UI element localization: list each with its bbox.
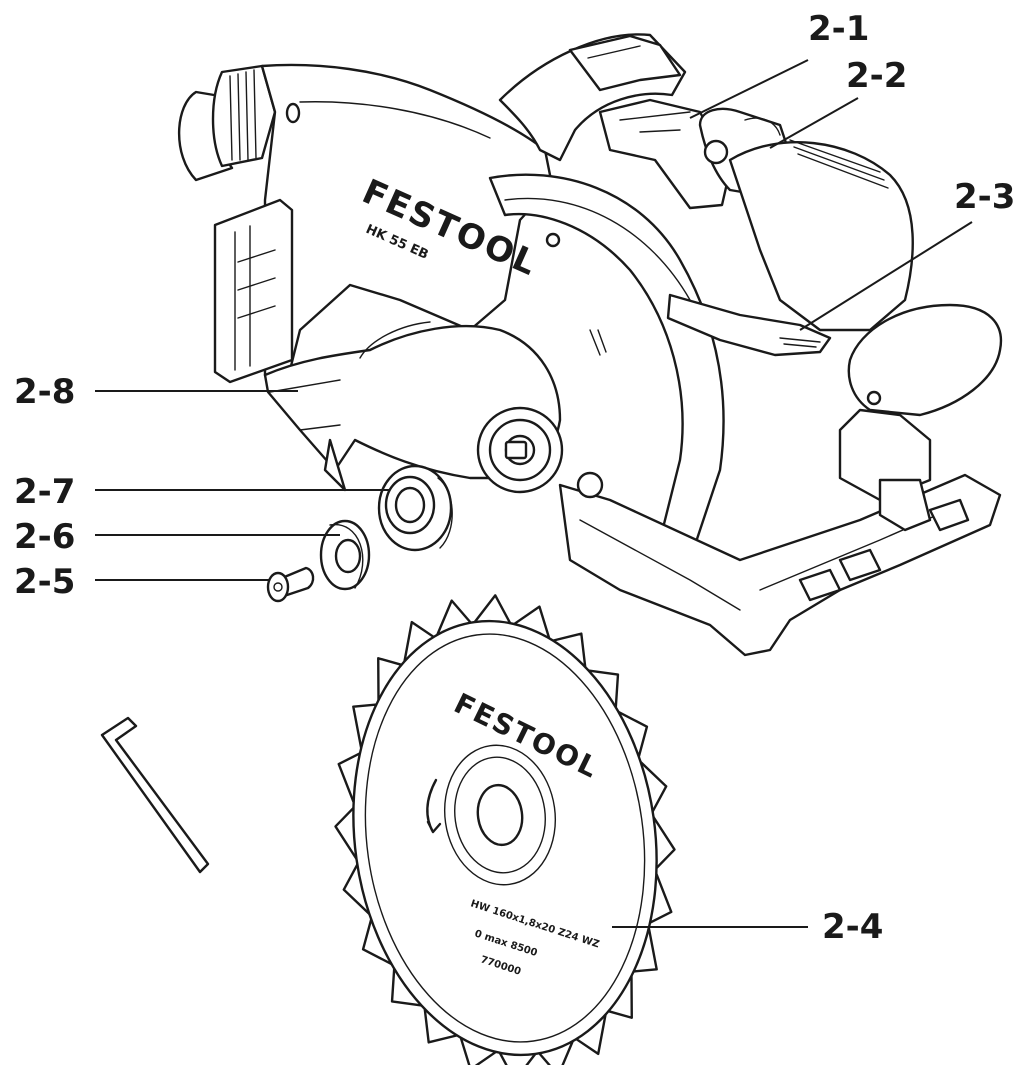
callout-label-2-5: 2-5 bbox=[14, 562, 75, 602]
dust-port bbox=[177, 64, 277, 182]
rear-body bbox=[728, 141, 914, 332]
upper-blade-guard bbox=[488, 173, 725, 562]
callout-label-2-6: 2-6 bbox=[14, 517, 75, 557]
front-knob bbox=[847, 303, 1003, 417]
callout-2-8: 2-8 bbox=[14, 372, 298, 412]
circular-saw: FESTOOL HK 55 EB bbox=[177, 33, 1003, 657]
callout-2-1: 2-1 bbox=[689, 9, 869, 119]
rear-bracket bbox=[213, 198, 294, 384]
callout-2-6: 2-6 bbox=[14, 517, 340, 557]
flange-screw bbox=[266, 566, 315, 603]
outer-flange bbox=[377, 464, 453, 552]
clamping-washer bbox=[319, 519, 371, 591]
switch-lock-lever bbox=[598, 98, 732, 210]
callout-label-2-4: 2-4 bbox=[822, 907, 883, 947]
callout-2-2: 2-2 bbox=[769, 56, 907, 149]
callout-label-2-7: 2-7 bbox=[14, 472, 75, 512]
spindle bbox=[476, 406, 564, 494]
callout-label-2-2: 2-2 bbox=[846, 56, 907, 96]
callout-2-4: 2-4 bbox=[612, 907, 883, 947]
riving-knife-lever bbox=[666, 293, 832, 357]
callout-label-2-8: 2-8 bbox=[14, 372, 75, 412]
callout-label-2-1: 2-1 bbox=[808, 9, 869, 49]
saw-blade: FESTOOL HW 160x1,8x20 Z24 WZ 0 max 8500 … bbox=[334, 594, 676, 1065]
allen-key bbox=[100, 716, 210, 874]
callout-2-7: 2-7 bbox=[14, 472, 390, 512]
callout-2-5: 2-5 bbox=[14, 562, 270, 602]
callout-2-3: 2-3 bbox=[799, 177, 1015, 331]
blade-tooth bbox=[473, 594, 512, 625]
base-plate bbox=[558, 473, 1002, 657]
motor-housing bbox=[260, 63, 554, 377]
callout-label-2-3: 2-3 bbox=[954, 177, 1015, 217]
